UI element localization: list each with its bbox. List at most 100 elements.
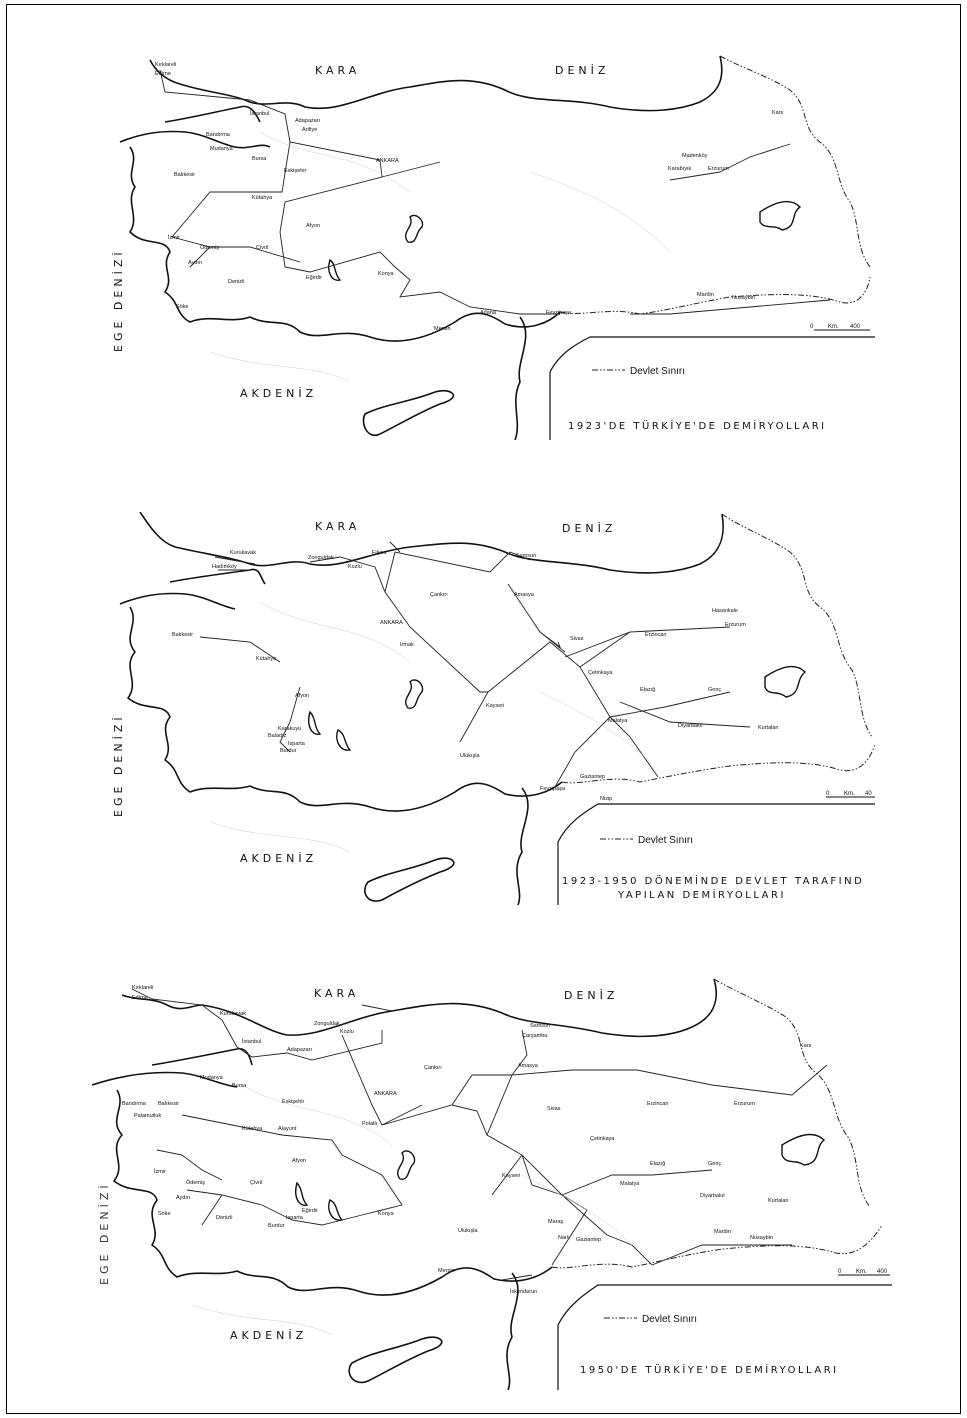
river-trace xyxy=(191,1084,633,1336)
city-label: Kars xyxy=(772,110,784,116)
city-label: Bursa xyxy=(232,1083,247,1089)
city-label: Gaziantep xyxy=(576,1237,601,1243)
city-label: Genç xyxy=(708,687,721,693)
city-label: Kayseri xyxy=(486,703,504,709)
city-label: Balıkesir xyxy=(158,1101,179,1107)
city-label: Eğirdir xyxy=(306,275,322,281)
city-label: Mersin xyxy=(438,1268,455,1274)
city-label: Genç xyxy=(708,1161,721,1167)
page-frame xyxy=(6,4,961,1414)
city-label: Ulukışla xyxy=(460,753,481,759)
city-label: Ödemiş xyxy=(186,1179,205,1186)
city-label: Nusaybin xyxy=(750,1235,773,1241)
state-border xyxy=(561,513,875,784)
river-trace xyxy=(209,601,651,853)
city-label: Baladız xyxy=(268,733,287,739)
city-label: Kurtalan xyxy=(758,725,779,731)
black-sea-coast xyxy=(244,55,723,112)
city-label: Amasya xyxy=(518,1063,539,1069)
city-label: Balıkesir xyxy=(174,172,195,178)
levant-coast xyxy=(514,316,527,440)
mediterranean-coast xyxy=(236,1266,553,1296)
city-label: Kurtalan xyxy=(768,1198,789,1204)
city-label: Edirne xyxy=(132,995,148,1001)
levant-coast xyxy=(506,1272,519,1390)
river-trace xyxy=(209,131,671,383)
city-label: Çankırı xyxy=(424,1065,442,1071)
sea-label-ege: EGE DENİZİ xyxy=(112,248,125,352)
sea-label-kara: KARA xyxy=(314,987,359,1000)
scale-max: 40 xyxy=(865,791,872,797)
city-label: Kurukavak xyxy=(220,1011,246,1017)
city-label: Mersin xyxy=(434,326,451,332)
scale-unit: Km. xyxy=(856,1269,867,1275)
city-label: Polatlı xyxy=(362,1121,377,1127)
city-label: Kütahya xyxy=(242,1126,263,1132)
city-label: Erzurum xyxy=(734,1101,755,1107)
sea-label-deniz: DENİZ xyxy=(555,64,609,77)
scale-zero: 0 xyxy=(826,791,830,797)
scale-unit: Km. xyxy=(828,324,839,330)
black-sea-coast xyxy=(201,978,717,1038)
city-label: Çivril xyxy=(256,245,268,251)
city-label: Malatya xyxy=(620,1181,640,1187)
lake-tuz xyxy=(397,1150,416,1180)
city-label: Bandırma xyxy=(122,1101,147,1107)
map-1923-1950: KARA DENİZ EGE DENİZİ AKDENİZ 1923-1950 … xyxy=(112,512,875,905)
city-label: Denizli xyxy=(216,1215,233,1221)
city-label: Karabıyık xyxy=(668,166,691,172)
city-label: Afyon xyxy=(306,223,320,229)
city-label: Kayseri xyxy=(502,1173,520,1179)
city-label: Ödemiş xyxy=(200,244,219,251)
aegean-coast xyxy=(113,1089,238,1278)
thrace-coast xyxy=(119,512,266,610)
city-label: Hadımköy xyxy=(212,564,237,570)
city-label: Konya xyxy=(378,271,395,277)
city-label: Samsun xyxy=(516,553,536,559)
state-border xyxy=(551,978,883,1269)
city-label: Malatya xyxy=(608,718,628,724)
city-label: İzmir xyxy=(154,1168,166,1175)
city-label: Filyos xyxy=(372,550,387,556)
city-label: Ulukışla xyxy=(458,1228,479,1234)
city-label: ANKARA xyxy=(374,1091,397,1097)
city-label: Mardin xyxy=(697,292,714,298)
city-label: Sivas xyxy=(570,636,584,642)
city-label: Adapazarı xyxy=(295,118,320,124)
cyprus-island xyxy=(364,857,455,902)
city-label: Çetinkaya xyxy=(590,1136,615,1142)
city-label: Kurukavak xyxy=(230,550,256,556)
city-label: Fevzipaşa xyxy=(540,786,566,792)
cyprus-island xyxy=(362,389,455,437)
city-label: ANKARA xyxy=(380,620,403,626)
scale-max: 400 xyxy=(850,324,861,330)
aegean-coast xyxy=(129,146,251,323)
black-sea-coast xyxy=(249,513,724,574)
city-label: Denizli xyxy=(228,279,245,285)
legend-label: Devlet Sınırı xyxy=(630,366,685,377)
sea-label-deniz: DENİZ xyxy=(564,989,618,1002)
lake-van xyxy=(764,665,807,698)
city-label: Edirne xyxy=(155,71,171,77)
city-label: Eskişehir xyxy=(284,168,306,174)
map-title: 1923-1950 DÖNEMİNDE DEVLET TARAFIND xyxy=(562,874,864,887)
city-label: Afyon xyxy=(295,693,309,699)
city-label: Palamutluk xyxy=(134,1113,161,1119)
city-label: Konya xyxy=(378,1211,395,1217)
city-label: Nizip xyxy=(600,796,612,802)
scale-zero: 0 xyxy=(810,324,814,330)
lake-tuz xyxy=(405,679,424,709)
legend-box xyxy=(557,803,875,905)
legend-label: Devlet Sınırı xyxy=(638,835,693,846)
sea-label-kara: KARA xyxy=(315,64,360,77)
lake-tuz xyxy=(404,214,424,243)
city-label: Söke xyxy=(176,304,189,310)
city-label: Isparta xyxy=(288,741,306,747)
mediterranean-coast xyxy=(249,311,561,342)
city-label: Eğirdir xyxy=(302,1208,318,1214)
sea-label-akdeniz: AKDENİZ xyxy=(240,852,317,865)
city-label: Diyarbakır xyxy=(700,1193,725,1199)
city-label: Zonguldak xyxy=(308,555,334,561)
city-label: Amasya xyxy=(514,592,535,598)
city-label: Kozlu xyxy=(348,564,362,570)
